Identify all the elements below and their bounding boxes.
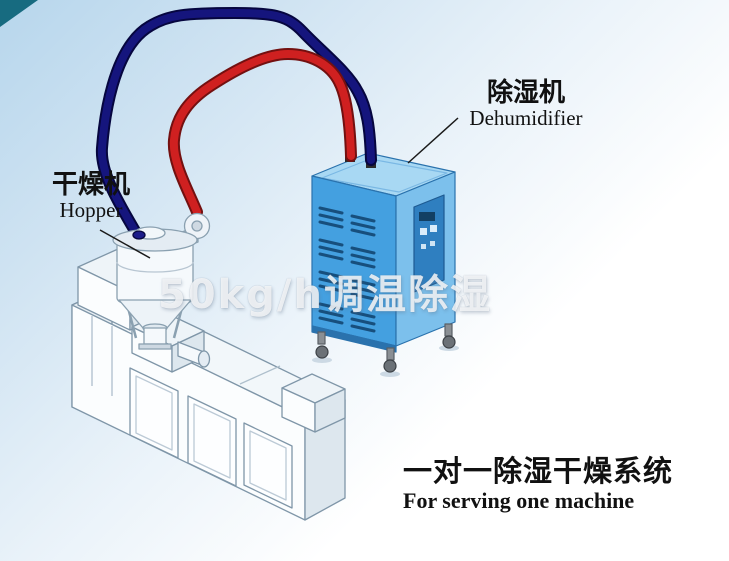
caption-en: For serving one machine [403, 488, 635, 514]
door-panel-inset [135, 375, 173, 451]
panel-button [420, 228, 427, 235]
hopper-band [116, 261, 194, 273]
blower-hub [191, 220, 203, 232]
hopper-label-cn: 干燥机 [52, 170, 131, 200]
hopper-neck [143, 327, 167, 345]
corner-mark [0, 0, 38, 27]
hopper-dryer [112, 212, 211, 350]
dehumidifier-base-trim [311, 325, 397, 353]
system-caption: 一对一除湿干燥系统 For serving one machine [403, 456, 673, 514]
caster-wheel [442, 335, 456, 349]
pipe-fitting [132, 230, 146, 240]
dehumidifier-cabinet [311, 145, 459, 377]
panel-display [419, 212, 435, 221]
door-panel-inset [193, 403, 231, 479]
leader-line-hopper [99, 229, 151, 259]
leader-line-dehumidifier [407, 117, 459, 164]
dehumidifier-label: 除湿机 Dehumidifier [456, 78, 596, 131]
hopper-label-en: Hopper [59, 198, 123, 223]
side-feeder-end [197, 350, 211, 368]
door-panel-inset [249, 430, 287, 501]
panel-button [430, 241, 435, 246]
end-block-side [314, 388, 346, 433]
dehumidifier-label-cn: 除湿机 [486, 78, 565, 108]
control-panel [413, 194, 445, 293]
dehumidifier-label-en: Dehumidifier [469, 106, 583, 131]
panel-button [430, 225, 437, 232]
dehumidifier-top-rim [321, 158, 448, 193]
panel-button [421, 244, 426, 249]
hopper-flange [138, 343, 172, 350]
caster-wheels [312, 323, 459, 377]
return-air-pipe-red [167, 47, 357, 218]
hopper-label: 干燥机 Hopper [52, 170, 131, 223]
watermark-text: 50kg/h调温除湿 [158, 272, 492, 318]
caster-wheel [383, 359, 397, 373]
louver-vents [318, 206, 376, 333]
door-panel [243, 422, 293, 509]
caption-cn: 一对一除湿干燥系统 [403, 454, 674, 488]
dry-air-pipe-navy [95, 6, 377, 244]
caster-wheel [315, 345, 329, 359]
